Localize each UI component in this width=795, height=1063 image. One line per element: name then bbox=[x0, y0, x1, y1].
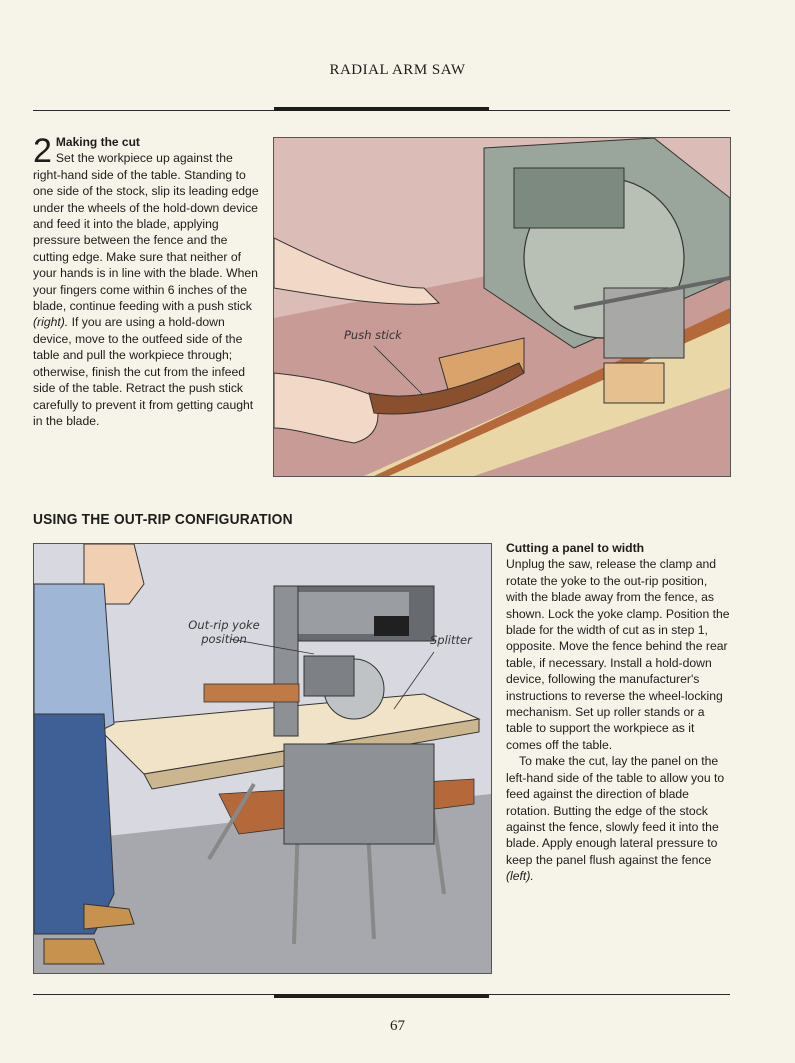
section-heading: USING THE OUT-RIP CONFIGURATION bbox=[33, 511, 293, 528]
bottom-rule-bar bbox=[274, 994, 489, 998]
caption-paragraph-2-text: To make the cut, lay the panel on the le… bbox=[506, 754, 725, 867]
caption-block: Cutting a panel to width Unplug the saw,… bbox=[506, 540, 732, 885]
top-rule-bar bbox=[274, 107, 489, 111]
step-title: Making the cut bbox=[55, 135, 140, 149]
out-rip-drawing bbox=[34, 544, 491, 973]
push-stick-callout: Push stick bbox=[344, 328, 402, 342]
push-stick-drawing bbox=[274, 138, 730, 476]
splitter-callout: Splitter bbox=[430, 633, 472, 647]
step-right-ref: (right). bbox=[33, 315, 69, 330]
caption-paragraph-2: To make the cut, lay the panel on the le… bbox=[506, 753, 732, 884]
caption-paragraph-1: Unplug the saw, release the clamp and ro… bbox=[506, 557, 730, 752]
caption-title: Cutting a panel to width bbox=[506, 541, 645, 555]
page-number: 67 bbox=[390, 1018, 405, 1034]
out-rip-illustration: Out-rip yoke position Splitter bbox=[33, 543, 492, 974]
step-number: 2 bbox=[33, 132, 52, 170]
step-body-text-2: If you are using a hold-down device, mov… bbox=[33, 315, 254, 428]
caption-left-ref: (left). bbox=[506, 869, 534, 884]
step-body-text-1: Set the workpiece up against the right-h… bbox=[33, 151, 259, 314]
step-2-block: 2 Making the cut Set the workpiece up ag… bbox=[33, 134, 261, 429]
step-body: Set the workpiece up against the right-h… bbox=[33, 151, 259, 428]
running-head: RADIAL ARM SAW bbox=[329, 62, 466, 78]
push-stick-illustration: Push stick bbox=[273, 137, 731, 477]
yoke-callout: Out-rip yoke position bbox=[188, 618, 260, 646]
